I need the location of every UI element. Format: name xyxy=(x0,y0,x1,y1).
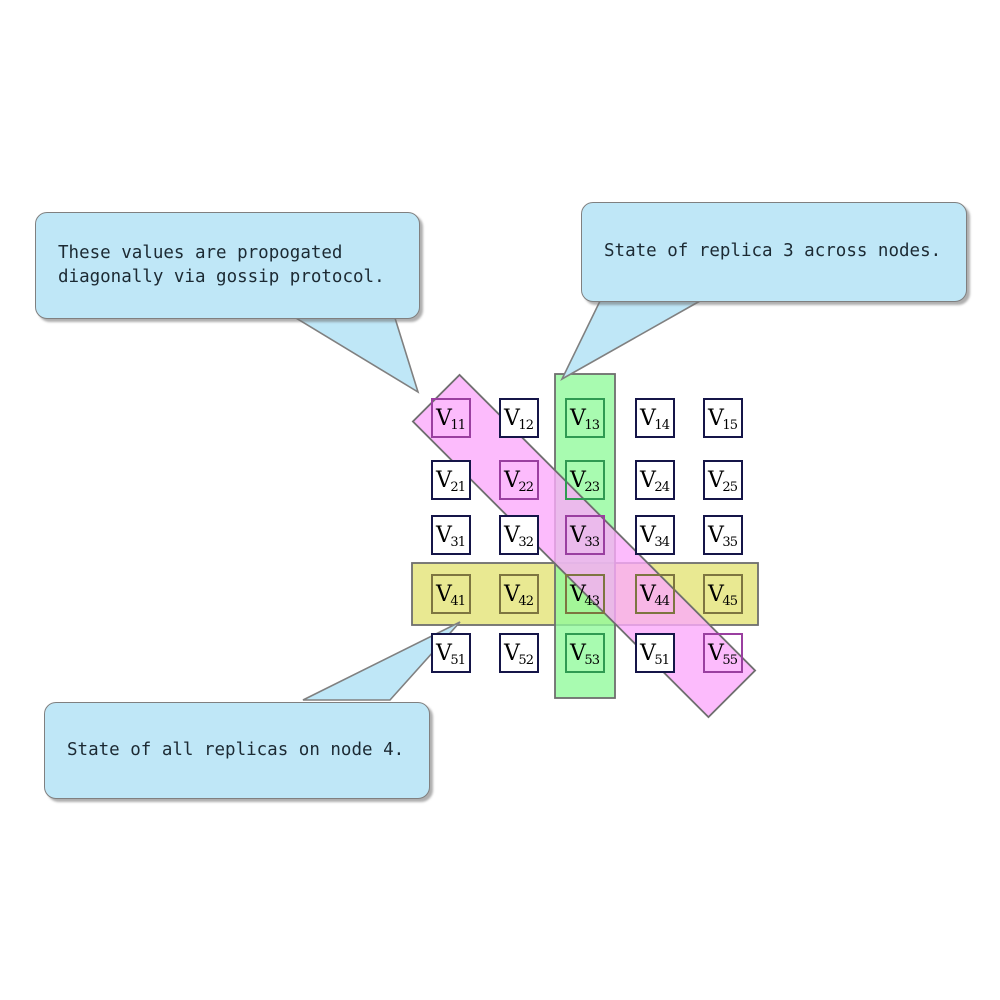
grid-cell-label: V52 xyxy=(504,641,534,668)
grid-cell-v44[interactable]: V44 xyxy=(635,574,675,614)
grid-cell-label: V25 xyxy=(708,468,738,495)
grid-cell-v42[interactable]: V42 xyxy=(499,574,539,614)
grid-cell-v33[interactable]: V33 xyxy=(565,515,605,555)
callout-gossip-text: These values are propogated diagonally v… xyxy=(58,243,385,287)
grid-cell-label: V15 xyxy=(708,406,738,433)
grid-cell-label: V14 xyxy=(640,406,670,433)
grid-cell-label: V24 xyxy=(640,468,670,495)
callout-replica[interactable]: State of replica 3 across nodes. xyxy=(581,202,967,302)
grid-cell-v51[interactable]: V51 xyxy=(431,633,471,673)
grid-cell-label: V42 xyxy=(504,582,534,609)
grid-cell-v52[interactable]: V52 xyxy=(499,633,539,673)
grid-cell-v32[interactable]: V32 xyxy=(499,515,539,555)
grid-cell-v14[interactable]: V14 xyxy=(635,398,675,438)
grid-cell-label: V44 xyxy=(640,582,670,609)
grid-cell-label: V11 xyxy=(436,406,466,433)
grid-cell-v45[interactable]: V45 xyxy=(703,574,743,614)
grid-cell-label: V51 xyxy=(436,641,466,668)
grid-cell-v51[interactable]: V51 xyxy=(635,633,675,673)
callout-gossip[interactable]: These values are propogated diagonally v… xyxy=(35,212,420,319)
grid-cell-label: V21 xyxy=(436,468,466,495)
grid-cell-label: V43 xyxy=(570,582,600,609)
grid-cell-v22[interactable]: V22 xyxy=(499,460,539,500)
grid-cell-v35[interactable]: V35 xyxy=(703,515,743,555)
grid-cell-v43[interactable]: V43 xyxy=(565,574,605,614)
grid-cell-label: V51 xyxy=(640,641,670,668)
callout-node-text: State of all replicas on node 4. xyxy=(67,739,405,760)
grid-cell-v24[interactable]: V24 xyxy=(635,460,675,500)
node-callout-tail xyxy=(302,621,461,701)
callout-node[interactable]: State of all replicas on node 4. xyxy=(44,702,430,799)
grid-cell-v15[interactable]: V15 xyxy=(703,398,743,438)
grid-cell-v31[interactable]: V31 xyxy=(431,515,471,555)
grid-cell-v13[interactable]: V13 xyxy=(565,398,605,438)
grid-cell-v53[interactable]: V53 xyxy=(565,633,605,673)
grid-cell-label: V53 xyxy=(570,641,600,668)
grid-cell-v34[interactable]: V34 xyxy=(635,515,675,555)
grid-cell-label: V35 xyxy=(708,523,738,550)
grid-cell-label: V33 xyxy=(570,523,600,550)
grid-cell-v41[interactable]: V41 xyxy=(431,574,471,614)
grid-cell-v55[interactable]: V55 xyxy=(703,633,743,673)
grid-cell-label: V32 xyxy=(504,523,534,550)
grid-cell-label: V13 xyxy=(570,406,600,433)
grid-cell-label: V41 xyxy=(436,582,466,609)
grid-cell-v11[interactable]: V11 xyxy=(431,398,471,438)
grid-cell-label: V22 xyxy=(504,468,534,495)
grid-cell-label: V34 xyxy=(640,523,670,550)
grid-cell-label: V12 xyxy=(504,406,534,433)
grid-cell-v25[interactable]: V25 xyxy=(703,460,743,500)
grid-cell-v12[interactable]: V12 xyxy=(499,398,539,438)
grid-cell-label: V45 xyxy=(708,582,738,609)
grid-cell-label: V55 xyxy=(708,641,738,668)
grid-cell-label: V23 xyxy=(570,468,600,495)
grid-cell-label: V31 xyxy=(436,523,466,550)
grid-cell-v21[interactable]: V21 xyxy=(431,460,471,500)
callout-replica-text: State of replica 3 across nodes. xyxy=(604,241,942,262)
grid-cell-v23[interactable]: V23 xyxy=(565,460,605,500)
